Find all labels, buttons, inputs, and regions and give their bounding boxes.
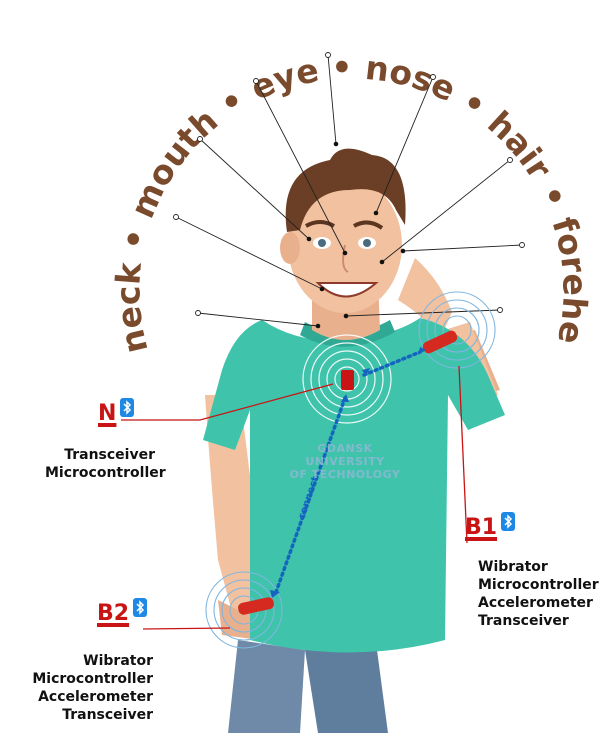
component-label: Wibrator — [30, 652, 153, 670]
node-b1-components: Wibrator Microcontroller Accelerometer T… — [478, 558, 599, 630]
node-n-components: Transceiver Microcontroller — [45, 446, 155, 482]
node-b2-components: Wibrator Microcontroller Accelerometer T… — [30, 652, 153, 724]
watermark-line-1: GDANSK UNIVERSITY — [280, 442, 410, 468]
component-label: Accelerometer — [478, 594, 599, 612]
university-watermark: GDANSK UNIVERSITY OF TECHNOLOGY — [280, 442, 410, 481]
node-b1-id: B1 — [465, 512, 515, 540]
chest-sensor-icon — [341, 370, 354, 390]
component-label: Microcontroller — [478, 576, 599, 594]
component-label: Transceiver — [478, 612, 599, 630]
left-leg — [228, 640, 305, 733]
bluetooth-icon — [120, 398, 134, 417]
left-ear — [280, 232, 300, 264]
component-label: Transceiver — [45, 446, 155, 464]
component-label: Microcontroller — [45, 464, 155, 482]
component-label: Transceiver — [30, 706, 153, 724]
bluetooth-icon — [133, 598, 147, 617]
node-n-id: N — [98, 398, 134, 426]
watermark-line-2: OF TECHNOLOGY — [280, 468, 410, 481]
bluetooth-icon — [501, 512, 515, 531]
component-label: Wibrator — [478, 558, 599, 576]
node-b2-id: B2 — [97, 598, 147, 626]
component-label: Microcontroller — [30, 670, 153, 688]
component-label: Accelerometer — [30, 688, 153, 706]
